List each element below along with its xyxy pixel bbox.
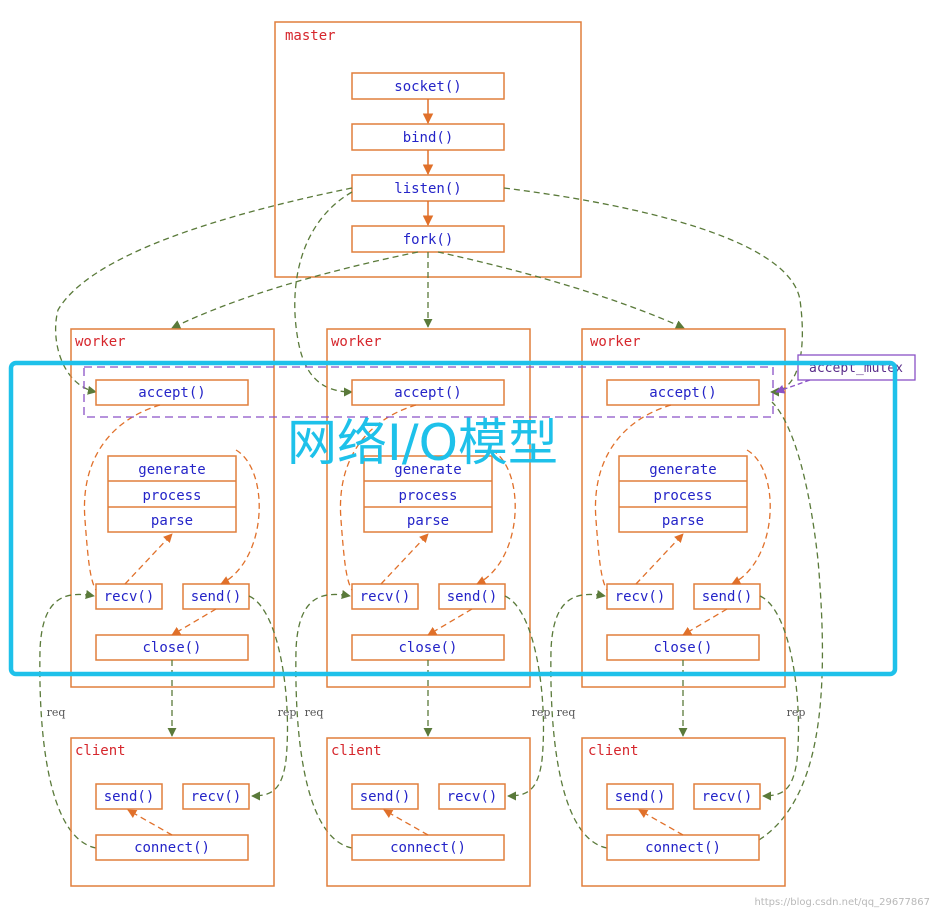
close-to-client-connectors [167,660,688,737]
worker-1-send: send() [191,589,242,605]
worker-2-parse: parse [407,513,449,529]
worker-2-req-label: req [305,706,324,719]
worker-2-send: send() [447,589,498,605]
bind-call: bind() [351,123,505,151]
worker-2-recv: recv() [360,589,411,605]
client-2: client send() recv() connect() [326,737,531,887]
worker-2-generate: generate [394,462,461,478]
client-1: client send() recv() connect() [70,737,275,887]
client-2-label: client [331,743,382,759]
req-rep-connectors [39,401,824,849]
client-2-send: send() [360,789,411,805]
listen-connectors [54,187,803,397]
worker-3-accept: accept() [649,385,716,401]
listen-to-worker-3-accept [503,187,803,397]
fork-to-worker-3 [437,251,685,329]
worker-3-parse: parse [662,513,704,529]
socket-call: socket() [351,72,505,100]
client-1-connect: connect() [134,840,210,856]
io-model-highlight-frame [8,360,898,677]
worker-2: worker accept() generate process parse r… [305,328,551,719]
worker-1-req-label: req [47,706,66,719]
worker-3-req-label: req [557,706,576,719]
worker-2-process: process [398,488,457,504]
client-3: client send() recv() connect() [581,737,786,887]
worker-1: worker accept() generate process parse r… [47,328,297,719]
master-label: master [285,28,336,44]
worker-3-process: process [653,488,712,504]
worker-2-accept: accept() [394,385,461,401]
worker-2-label: worker [331,334,382,350]
worker-1-label: worker [75,334,126,350]
client-2-connect: connect() [390,840,466,856]
socket-call-label: socket() [394,79,461,95]
bind-call-label: bind() [403,130,454,146]
fork-call-label: fork() [403,232,454,248]
client-3-label: client [588,743,639,759]
worker-1-generate: generate [138,462,205,478]
worker-1-parse: parse [151,513,193,529]
worker-1-process: process [142,488,201,504]
io-model-title: 网络I/O模型 [287,414,558,472]
listen-to-worker-1-accept [54,187,353,395]
worker-3: worker accept() generate process parse r… [557,328,806,719]
watermark: https://blog.csdn.net/qq_29677867 [754,897,930,908]
worker-3-rep-label: rep [787,706,806,719]
worker-3-recv: recv() [615,589,666,605]
accept-mutex-arrow [775,379,811,394]
client-2-recv: recv() [447,789,498,805]
listen-call-label: listen() [394,181,461,197]
worker-1-rep-label: rep [278,706,297,719]
worker-1-recv: recv() [104,589,155,605]
worker-2-rep-label: rep [532,706,551,719]
worker-3-send: send() [702,589,753,605]
worker-1-accept: accept() [138,385,205,401]
client-1-send: send() [104,789,155,805]
listen-call: listen() [351,174,505,202]
client-3-send: send() [615,789,666,805]
worker-3-label: worker [590,334,641,350]
client-1-label: client [75,743,126,759]
listen-to-worker-2-accept [294,191,353,397]
master-process: master socket() bind() listen() fork() [274,21,582,278]
worker-2-close: close() [398,640,457,656]
worker-1-close: close() [142,640,201,656]
fork-call: fork() [351,225,505,253]
fork-to-worker-1 [171,251,419,329]
client-3-connect: connect() [645,840,721,856]
client-1-recv: recv() [191,789,242,805]
worker-3-generate: generate [649,462,716,478]
worker-3-close: close() [653,640,712,656]
client-3-recv: recv() [702,789,753,805]
fork-connectors [171,251,685,329]
